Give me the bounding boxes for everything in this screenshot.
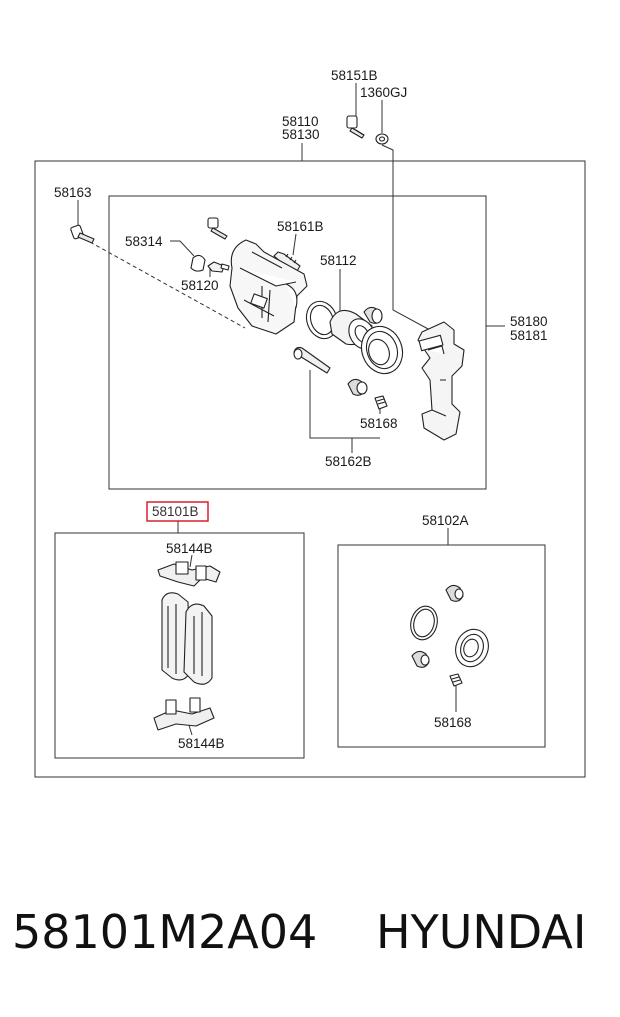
callout-58101B[interactable]: 58101B <box>152 504 199 519</box>
callout-58168-upper[interactable]: 58168 <box>360 416 398 431</box>
part-number: 58101M2A04 <box>12 905 318 959</box>
part-footer: 58101M2A04 HYUNDAI <box>0 905 620 985</box>
callout-58120[interactable]: 58120 <box>181 278 219 293</box>
guide-pin-58162B-icon <box>293 346 331 374</box>
callout-58110[interactable]: 58110 <box>282 114 319 129</box>
callout-58180[interactable]: 58180 <box>510 314 548 329</box>
caliper-bracket-58180-icon <box>417 321 465 441</box>
pin-boot-58168-icon <box>374 395 388 410</box>
callout-58102A[interactable]: 58102A <box>422 513 469 528</box>
pad-kit-frame <box>54 532 305 759</box>
bleeder-screw-58120-icon <box>207 261 230 273</box>
bleeder-bolt-58151B-icon <box>346 115 365 139</box>
seal-kit-bushing-lower-icon <box>411 650 430 668</box>
callout-58144B-top[interactable]: 58144B <box>166 541 213 556</box>
seal-kit-oring-icon <box>410 605 438 641</box>
callout-58161B[interactable]: 58161B <box>277 219 324 234</box>
callout-58151B[interactable]: 58151B <box>331 68 378 83</box>
brake-caliper-parts-diagram: 58151B 1360GJ 58110 58130 58163 58161B 5… <box>34 68 586 778</box>
callout-58181[interactable]: 58181 <box>510 328 548 343</box>
callout-58168-lower[interactable]: 58168 <box>434 715 472 730</box>
pad-clip-top-icon <box>157 561 221 587</box>
brake-pads-icon <box>161 592 213 685</box>
callout-58130[interactable]: 58130 <box>282 127 320 142</box>
callout-58112[interactable]: 58112 <box>320 253 357 268</box>
seal-kit-bushing-upper-icon <box>445 584 464 602</box>
seal-kit-boot-icon <box>455 628 489 668</box>
caliper-subassembly-frame <box>108 195 487 490</box>
highlight-box-58101B <box>146 501 209 522</box>
callout-58144B-bottom[interactable]: 58144B <box>178 736 225 751</box>
callout-1360GJ[interactable]: 1360GJ <box>360 85 407 100</box>
callout-58163[interactable]: 58163 <box>54 185 92 200</box>
seal-kit-pin-boot-58168-icon <box>449 673 463 687</box>
caliper-bolt-icon <box>207 217 228 240</box>
pin-bushing-icon <box>347 378 368 396</box>
piston-boot-icon <box>360 325 404 375</box>
guide-bolt-58163-icon <box>70 224 95 244</box>
callout-58162B[interactable]: 58162B <box>325 454 372 469</box>
pad-clip-bottom-icon <box>153 697 215 731</box>
callout-58314[interactable]: 58314 <box>125 234 163 249</box>
dust-cap-58314-icon <box>190 254 206 272</box>
seal-kit-frame <box>337 544 546 748</box>
washer-1360GJ-icon <box>375 133 389 145</box>
caliper-body-icon <box>229 239 308 335</box>
bushing-icon <box>363 306 383 324</box>
brand-name: HYUNDAI <box>376 905 587 959</box>
outer-assembly-frame <box>34 160 586 778</box>
